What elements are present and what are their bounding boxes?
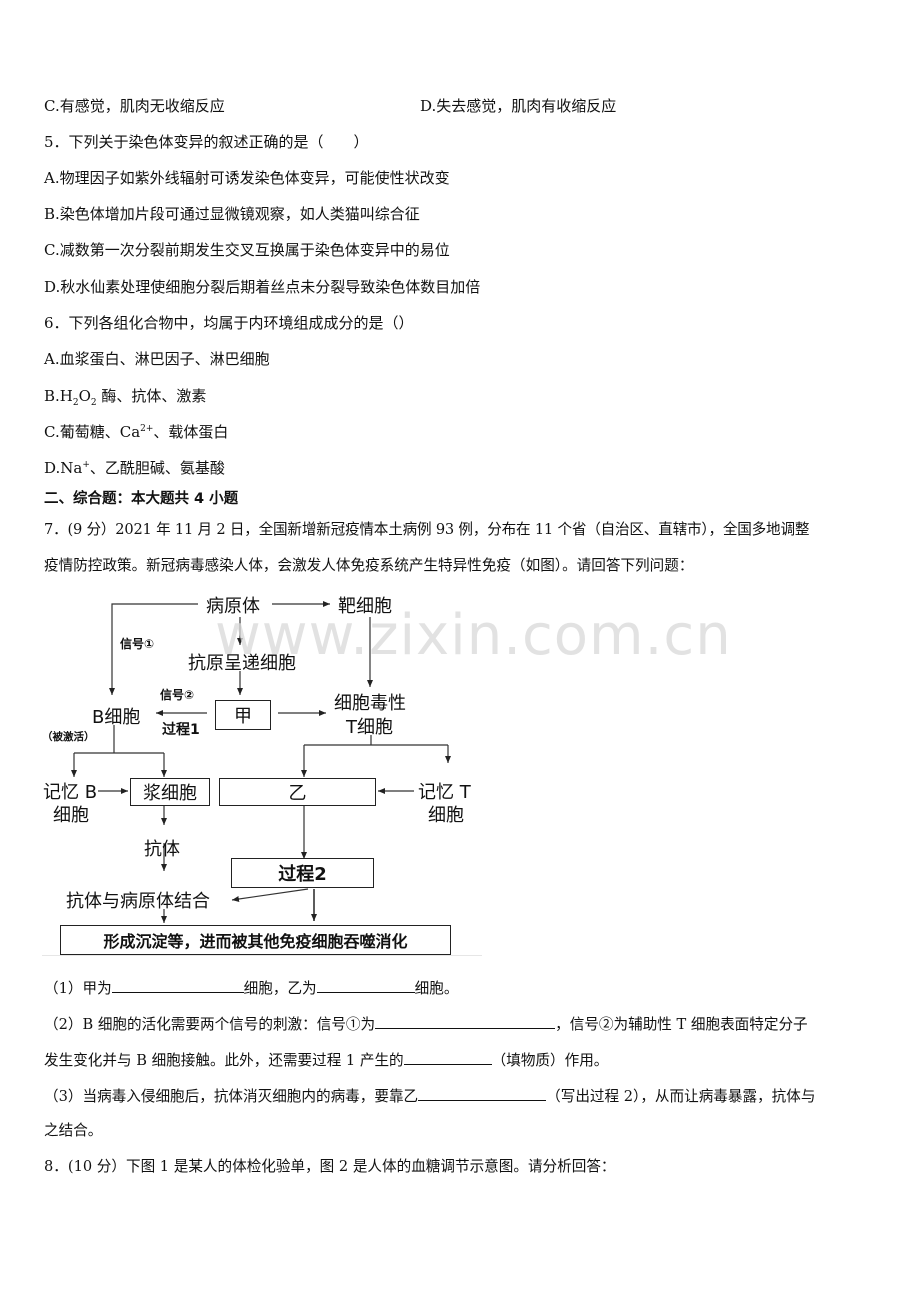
q6-b-suffix: 酶、抗体、激素	[96, 387, 207, 405]
q7-sub2-c: 发生变化并与 B 细胞接触。此外，还需要过程 1 产生的	[44, 1052, 404, 1069]
q6-option-d: D.Na+、乙酰胆碱、氨基酸	[44, 458, 225, 478]
node-antibody-pathogen-binding: 抗体与病原体结合	[66, 891, 210, 912]
q6-b-mid: O	[78, 387, 91, 405]
node-plasma-cell: 浆细胞	[130, 778, 210, 806]
answer-blank-substance[interactable]	[403, 1049, 492, 1065]
q7-sub2-line2: 发生变化并与 B 细胞接触。此外，还需要过程 1 产生的 （填物质）作用。	[44, 1049, 608, 1071]
q6-c-suffix: 、载体蛋白	[153, 423, 229, 441]
node-jia: 甲	[215, 700, 271, 730]
q7-sub3-line1: （3）当病毒入侵细胞后，抗体消灭细胞内的病毒，要靠乙 （写出过程 2），从而让病毒…	[44, 1085, 815, 1107]
node-process-2: 过程2	[231, 858, 374, 888]
node-memory-t-line1: 记忆 T	[418, 782, 471, 803]
q7-sub2-d: （填物质）作用。	[491, 1052, 609, 1069]
label-process-1: 过程1	[162, 722, 200, 738]
label-activated: （被激活）	[42, 731, 95, 743]
answer-blank-process2[interactable]	[418, 1085, 547, 1101]
node-memory-t-line2: 细胞	[428, 805, 464, 826]
node-memory-b-line2: 细胞	[53, 805, 89, 826]
node-target-cell: 靶细胞	[338, 596, 392, 617]
q6-option-c: C.葡萄糖、Ca2+、载体蛋白	[44, 422, 228, 442]
q7-sub2-line1: （2）B 细胞的活化需要两个信号的刺激：信号①为 ，信号②为辅助性 T 细胞表面特…	[44, 1013, 808, 1035]
q6-d-sup: +	[82, 460, 90, 470]
answer-blank-signal1[interactable]	[375, 1013, 556, 1029]
q6-option-b: B.H2O2 酶、抗体、激素	[44, 386, 207, 408]
q5-option-d: D.秋水仙素处理使细胞分裂后期着丝点未分裂导致染色体数目加倍	[44, 278, 481, 296]
q6-d-prefix: D.Na	[44, 459, 83, 477]
node-memory-b-line1: 记忆 B	[43, 782, 98, 803]
label-signal-1: 信号①	[120, 637, 155, 651]
q4-option-d: D.失去感觉，肌肉有收缩反应	[420, 97, 617, 115]
q7-sub1-b: 细胞，乙为	[243, 980, 317, 997]
q5-option-b: B.染色体增加片段可通过显微镜观察，如人类猫叫综合征	[44, 205, 420, 223]
node-antigen-presenting-cell: 抗原呈递细胞	[188, 653, 296, 674]
q7-sub2-a: （2）B 细胞的活化需要两个信号的刺激：信号①为	[44, 1016, 376, 1033]
diagram-connectors	[71, 601, 451, 923]
node-final-outcome-label: 形成沉淀等，进而被其他免疫细胞吞噬消化	[103, 932, 408, 951]
node-jia-label: 甲	[234, 706, 252, 727]
q7-sub1-a: （1）甲为	[44, 980, 112, 997]
q7-sub2-b: ，信号②为辅助性 T 细胞表面特定分子	[555, 1016, 808, 1033]
immune-response-diagram: 病原体 靶细胞 信号① 抗原呈递细胞 信号② 过程1 甲 B细胞 （被激活） 细…	[40, 585, 490, 960]
label-signal-2: 信号②	[160, 688, 195, 702]
node-antibody: 抗体	[144, 839, 180, 860]
node-yi-label: 乙	[288, 783, 307, 804]
q7-stem-line2: 疫情防控政策。新冠病毒感染人体，会激发人体免疫系统产生特异性免疫（如图）。请回答…	[44, 557, 694, 574]
q6-b-sub1: 2	[72, 398, 79, 408]
q7-stem-line1: 7．(9 分）2021 年 11 月 2 日，全国新增新冠疫情本土病例 93 例…	[44, 521, 810, 538]
q6-stem: 6．下列各组化合物中，均属于内环境组成成分的是（）	[44, 314, 414, 332]
q7-sub3-b: （写出过程 2），从而让病毒暴露，抗体与	[546, 1088, 816, 1105]
q6-c-sup: 2+	[140, 424, 154, 434]
node-pathogen: 病原体	[206, 596, 260, 617]
q6-option-a: A.血浆蛋白、淋巴因子、淋巴细胞	[44, 350, 270, 368]
answer-blank-yi[interactable]	[316, 977, 415, 993]
node-ctl-line2: T细胞	[346, 717, 393, 738]
answer-blank-jia[interactable]	[111, 977, 244, 993]
q7-sub3-line2: 之结合。	[44, 1122, 103, 1139]
q5-option-a: A.物理因子如紫外线辐射可诱发染色体变异，可能使性状改变	[44, 169, 450, 187]
q7-sub3-a: （3）当病毒入侵细胞后，抗体消灭细胞内的病毒，要靠乙	[44, 1088, 419, 1105]
q6-b-prefix: B.H	[44, 387, 73, 405]
q6-d-suffix: 、乙酰胆碱、氨基酸	[89, 459, 225, 477]
q6-b-sub2: 2	[90, 398, 97, 408]
node-process-2-label: 过程2	[278, 864, 327, 885]
section-heading: 二、综合题：本大题共 4 小题	[44, 491, 239, 507]
q4-option-c: C.有感觉，肌肉无收缩反应	[44, 97, 225, 115]
node-final-outcome: 形成沉淀等，进而被其他免疫细胞吞噬消化	[60, 925, 451, 955]
node-ctl-line1: 细胞毒性	[334, 693, 406, 714]
q6-c-prefix: C.葡萄糖、Ca	[44, 423, 141, 441]
diagram-divider	[42, 955, 482, 956]
node-plasma-cell-label: 浆细胞	[143, 783, 197, 804]
q5-stem: 5．下列关于染色体变异的叙述正确的是（ ）	[44, 133, 369, 151]
node-b-cell: B细胞	[92, 707, 141, 728]
q8-stem: 8．(10 分）下图 1 是某人的体检化验单，图 2 是人体的血糖调节示意图。请…	[44, 1158, 616, 1175]
q7-sub1: （1）甲为 细胞，乙为 细胞。	[44, 977, 458, 999]
q5-option-c: C.减数第一次分裂前期发生交叉互换属于染色体变异中的易位	[44, 241, 450, 259]
q7-sub1-c: 细胞。	[414, 980, 459, 997]
node-yi: 乙	[219, 778, 376, 806]
